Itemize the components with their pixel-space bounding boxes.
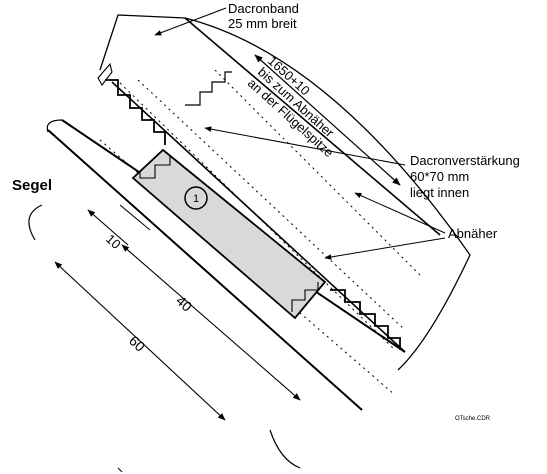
upper-outline (99, 14, 471, 371)
bottom-tick (117, 467, 123, 473)
dim-40-label: 40 (173, 292, 195, 314)
abnaeher-label: Abnäher (448, 226, 498, 241)
reinforcement-leader (204, 126, 406, 166)
tape-fold-line (97, 62, 113, 86)
dim-10-ext (119, 204, 151, 231)
abnaeher-leader-2 (324, 237, 446, 260)
dacronband-leader (154, 7, 227, 36)
dacronband-width: 25 mm breit (228, 16, 297, 31)
dacronband-label: Dacronband (228, 1, 299, 16)
dim-10-line (87, 209, 129, 246)
segel-label: Segel (12, 177, 52, 194)
part-number: 1 (193, 193, 199, 205)
sail-left-outline (28, 119, 301, 469)
part-number-circle (184, 186, 208, 210)
reinforcement-note: liegt innen (410, 185, 469, 200)
length-dim-line (254, 54, 401, 186)
patch-steps-top (139, 155, 171, 179)
stitch-line-4 (99, 139, 396, 396)
dim-60-label: 60 (126, 332, 148, 354)
file-tag: OTsche.CDR (455, 416, 491, 422)
zigzag-upper-right (185, 71, 232, 106)
reinforcement-size: 60*70 mm (410, 169, 469, 184)
abnaeher-leader-1 (354, 192, 446, 234)
reinforcement-label: Dacronverstärkung (410, 153, 520, 168)
dim-10-label: 10 (103, 231, 124, 252)
zigzag-upper (105, 79, 166, 145)
dim-60-line (54, 261, 226, 421)
stitch-line-1 (119, 82, 396, 351)
zigzag-lower (330, 289, 401, 350)
reinforcement-patch (131, 148, 327, 320)
stitch-line-2 (137, 79, 406, 331)
